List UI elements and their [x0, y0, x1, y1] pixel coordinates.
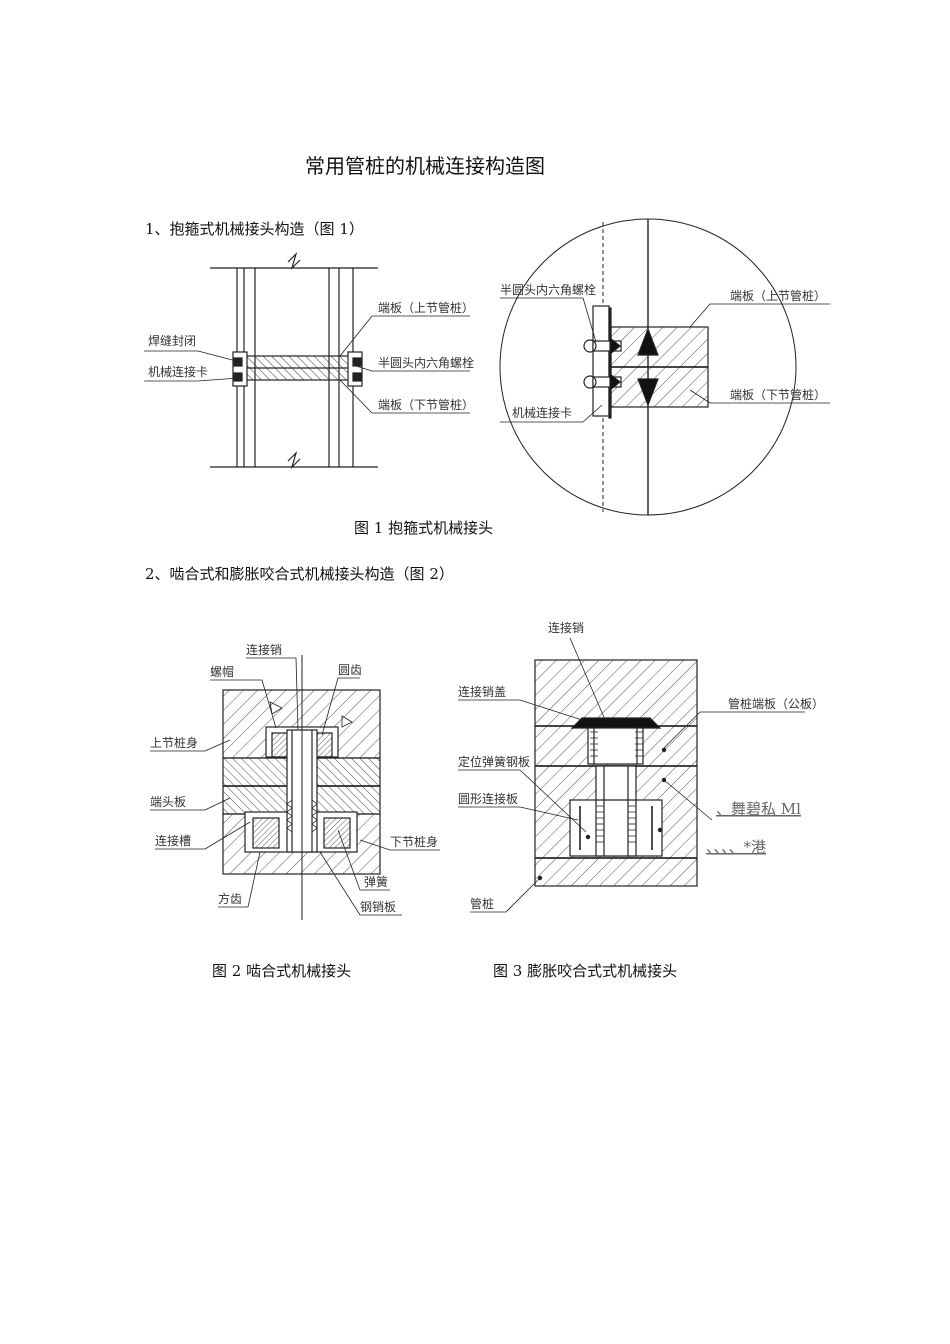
label-fig3-end-plate: 管桩端板（公板） [728, 696, 824, 711]
figure-1-left-drawing [144, 251, 470, 470]
label-detail-end-upper: 端板（上节管桩） [730, 288, 826, 303]
label-fig3-pin-cap: 连接销盖 [458, 684, 506, 699]
label-fig2-pin: 连接销 [246, 642, 282, 657]
figure-1-caption: 图 1 抱箍式机械接头 [354, 519, 494, 537]
figure-3-caption: 图 3 膨胀咬合式式机械接头 [493, 962, 678, 980]
label-fig2-upper-body: 上节桩身 [150, 735, 198, 750]
label-fig2-end-plate: 端头板 [150, 795, 186, 809]
section-heading-1: 1、抱箍式机械接头构造（图 1） [145, 220, 364, 238]
label-fig2-lower-body: 下节桩身 [390, 834, 438, 849]
label-fig2-spring: 弹簧 [364, 874, 388, 889]
page-title: 常用管桩的机械连接构造图 [305, 154, 545, 178]
label-fig2-round-tooth: 圆齿 [338, 663, 362, 677]
figure-2-caption: 图 2 啮合式机械接头 [212, 962, 352, 980]
label-fig2-nut-cap: 螺帽 [210, 664, 234, 679]
label-fig2-steel-plate: 钢销板 [360, 900, 396, 914]
label-fig2-square-tooth: 方齿 [218, 891, 242, 906]
section-heading-2: 2、啮合式和膨胀咬合式机械接头构造（图 2） [145, 565, 454, 583]
figure-3-drawing [458, 637, 805, 913]
label-fig3-spring-plate: 定位弹簧钢板 [458, 754, 530, 769]
label-mech-clip: 机械连接卡 [148, 364, 208, 379]
label-end-plate-upper: 端板（上节管桩） [378, 300, 474, 315]
label-fig3-ring-plate: 圆形连接板 [458, 791, 518, 806]
figure-2-drawing [150, 655, 440, 920]
label-fig3-ocr-2: 、、、、*港 [706, 838, 766, 856]
label-end-plate-lower: 端板（下节管桩） [378, 397, 474, 412]
label-fig3-ocr-1: 、舞碧私 Ml [716, 800, 801, 818]
label-detail-clip: 机械连接卡 [512, 405, 572, 420]
label-detail-bolt: 半圆头内六角螺栓 [500, 282, 596, 297]
label-detail-end-lower: 端板（下节管桩） [730, 387, 826, 402]
label-fig3-pin: 连接销 [548, 620, 584, 635]
label-bolt: 半圆头内六角螺栓 [378, 355, 474, 370]
figure-1-right-detail [499, 218, 830, 516]
label-fig2-groove: 连接槽 [155, 833, 191, 848]
label-weld-seal: 焊缝封闭 [148, 333, 196, 348]
label-fig3-pile: 管桩 [470, 896, 494, 911]
